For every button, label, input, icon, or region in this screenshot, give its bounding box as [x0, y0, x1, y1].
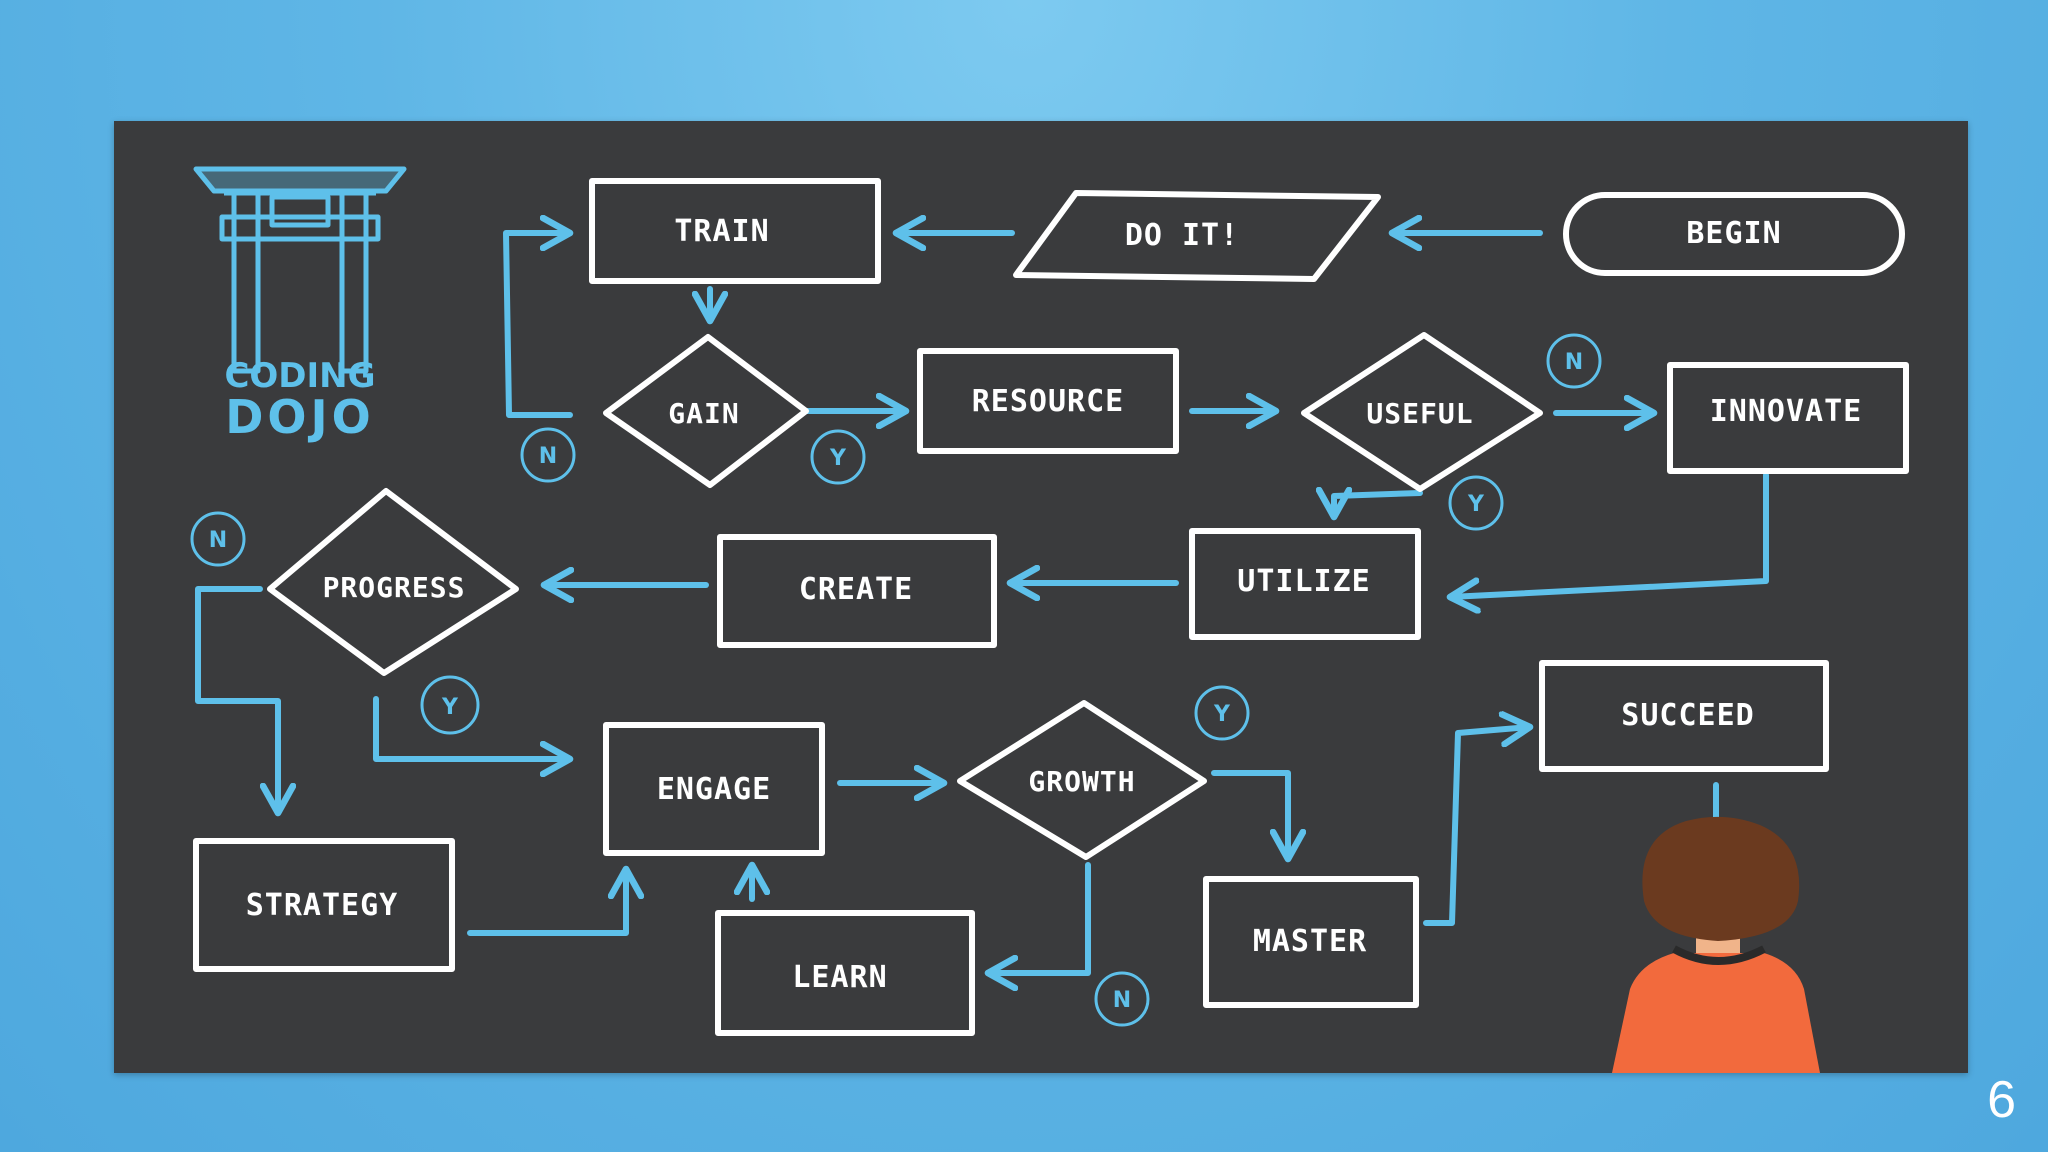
arrow-useful-yes-down — [1334, 493, 1423, 517]
flow-shapes — [193, 178, 1909, 1036]
badge-gain-no-label: N — [539, 444, 557, 469]
node-utilize-shape — [1189, 528, 1421, 640]
node-succeed-label: SUCCEED — [1621, 698, 1754, 733]
person-hair — [1642, 816, 1800, 941]
badge-useful-yes-label: Y — [1467, 492, 1485, 517]
badge-growth-no — [1094, 971, 1150, 1027]
node-growth-shape — [957, 700, 1207, 860]
node-master-label: MASTER — [1253, 924, 1367, 959]
node-useful-shape — [1301, 332, 1543, 492]
torii-gate-icon — [193, 166, 407, 374]
logo-line-2: DOJO — [225, 390, 375, 444]
node-learn-shape — [715, 910, 975, 1036]
person-illustration — [1612, 816, 1820, 1073]
arrow-progress-no-to-strategy — [195, 586, 278, 813]
node-master-shape — [1203, 876, 1419, 1008]
node-strategy-shape — [193, 838, 455, 972]
badge-progress-yes — [420, 675, 480, 735]
node-strategy-label: STRATEGY — [246, 888, 399, 923]
node-resource-shape — [917, 348, 1179, 454]
badge-gain-no — [520, 427, 576, 483]
badge-useful-no — [1546, 333, 1602, 389]
arrow-innovate-to-utilize — [1450, 472, 1769, 597]
node-learn-label: LEARN — [792, 960, 887, 995]
page-number: 6 — [1987, 1071, 2016, 1129]
decision-badges — [190, 333, 1602, 1027]
node-gain-shape — [603, 334, 809, 488]
node-progress-label: PROGRESS — [323, 571, 466, 604]
node-resource-label: RESOURCE — [972, 384, 1125, 419]
node-engage-shape — [603, 722, 825, 856]
person-shirt — [1612, 953, 1820, 1073]
node-succeed-shape — [1539, 660, 1829, 772]
arrow-master-to-succeed — [1423, 727, 1530, 926]
node-labels: BEGIN DO IT! TRAIN GAIN RESOURCE USEFUL … — [246, 214, 1863, 995]
node-doit-label: DO IT! — [1125, 218, 1239, 253]
logo-line-1: CODING — [224, 356, 375, 396]
arrow-progress-yes-to-engage — [373, 696, 570, 759]
node-growth-label: GROWTH — [1028, 765, 1135, 798]
node-utilize-label: UTILIZE — [1237, 564, 1370, 599]
person-collar — [1672, 945, 1766, 965]
arrow-growth-yes-to-master — [1211, 770, 1288, 859]
node-create-label: CREATE — [799, 572, 913, 607]
badge-useful-no-label: N — [1565, 350, 1583, 375]
node-innovate-label: INNOVATE — [1710, 394, 1863, 429]
node-begin-label: BEGIN — [1686, 216, 1781, 251]
flowchart-board: CODING DOJO — [114, 121, 1968, 1073]
badge-growth-no-label: N — [1113, 988, 1131, 1013]
badge-progress-no-label: N — [209, 528, 227, 553]
node-train-label: TRAIN — [674, 214, 769, 249]
arrow-growth-no-to-learn — [988, 862, 1091, 973]
flowchart-canvas: CODING DOJO — [190, 166, 1909, 1073]
arrow-gain-no-loop — [503, 233, 570, 418]
node-useful-label: USEFUL — [1366, 397, 1473, 430]
badge-gain-yes — [810, 429, 866, 485]
coding-dojo-logo: CODING DOJO — [193, 166, 407, 444]
badge-progress-no — [190, 511, 246, 567]
badge-growth-yes — [1194, 685, 1250, 741]
badge-gain-yes-label: Y — [829, 446, 847, 471]
node-gain-label: GAIN — [668, 397, 739, 430]
arrow-strategy-to-engage — [467, 869, 626, 936]
decision-badge-labels: N Y N Y N Y Y N — [209, 350, 1583, 1013]
node-create-shape — [717, 534, 997, 648]
badge-growth-yes-label: Y — [1213, 702, 1231, 727]
node-innovate-shape — [1667, 362, 1909, 474]
node-progress-shape — [267, 488, 519, 676]
badge-progress-yes-label: Y — [441, 695, 459, 720]
node-doit-shape — [1013, 190, 1381, 282]
node-engage-label: ENGAGE — [657, 772, 771, 807]
node-train-shape — [589, 178, 881, 284]
badge-useful-yes — [1448, 475, 1504, 531]
node-begin-shape — [1563, 192, 1905, 276]
